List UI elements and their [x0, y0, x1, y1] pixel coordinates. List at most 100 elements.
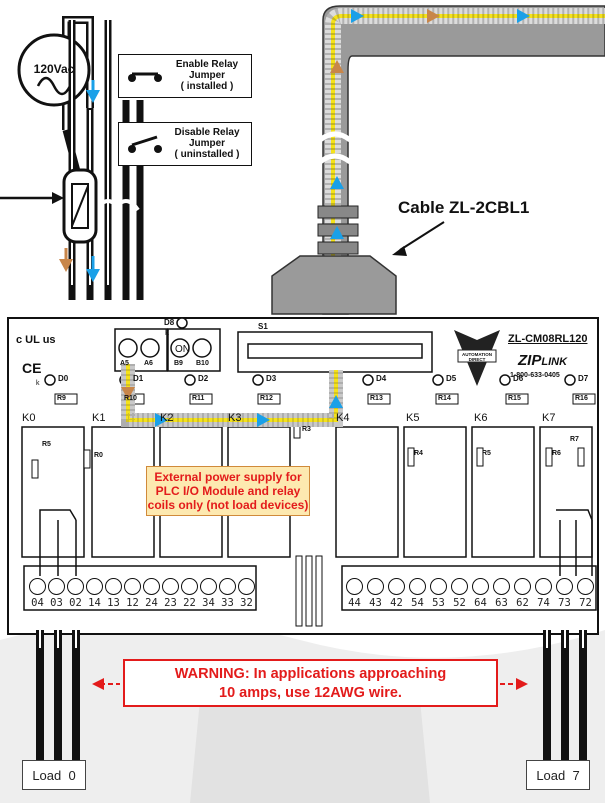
model-label: ZL-CM08RL120 — [508, 333, 588, 345]
terminal-screw: 53 — [428, 578, 449, 612]
terminal-screw-circle — [219, 578, 236, 595]
enable-jumper-line1: Enable Relay — [175, 59, 239, 70]
cable-arrow-blue-right-1 — [351, 9, 364, 23]
load-7-box: Load 7 — [526, 760, 590, 790]
power-led-id: D8 — [164, 318, 175, 327]
terminal-a6: A6 — [144, 360, 153, 367]
terminal-screw: 42 — [386, 578, 407, 612]
terminal-b9: B9 — [174, 360, 183, 367]
terminal-number: 04 — [31, 597, 44, 609]
ce-mark: CE — [22, 360, 42, 376]
terminal-number: 14 — [88, 597, 101, 609]
terminal-screw: 43 — [365, 578, 386, 612]
enable-jumper-box: Enable Relay Jumper ( installed ) — [118, 54, 252, 98]
relay-k3: K3 — [228, 412, 242, 424]
warning-line2: 10 amps, use 12AWG wire. — [219, 685, 402, 701]
terminal-screw-circle — [577, 578, 594, 595]
terminal-screw-circle — [29, 578, 46, 595]
cable-arrow-brown-up-1 — [330, 60, 344, 73]
terminal-number: 03 — [50, 597, 63, 609]
relay-k6: K6 — [474, 412, 488, 424]
led-d0: D0 — [58, 374, 69, 383]
terminal-screw: 64 — [470, 578, 491, 612]
terminal-screw: 74 — [533, 578, 554, 612]
disable-jumper-line2: Jumper — [188, 138, 226, 149]
phone-number: 1-800-633-0405 — [510, 372, 560, 379]
terminal-screw: 03 — [47, 578, 66, 612]
terminal-strip-right — [341, 565, 597, 611]
terminal-number: 44 — [348, 597, 361, 609]
cable-label: Cable ZL-2CBL1 — [398, 198, 530, 217]
terminal-number: 73 — [558, 597, 571, 609]
terminal-number: 43 — [369, 597, 382, 609]
terminal-screw-circle — [48, 578, 65, 595]
power-led — [176, 317, 188, 329]
resistor-side-4: R4 — [414, 450, 423, 457]
terminal-screw-circle — [367, 578, 384, 595]
terminal-screw: 44 — [344, 578, 365, 612]
terminal-screw: 22 — [180, 578, 199, 612]
led-d6: D6 — [513, 374, 524, 383]
terminal-screw: 52 — [449, 578, 470, 612]
terminal-number: 62 — [516, 597, 529, 609]
terminal-screw-circle — [472, 578, 489, 595]
terminal-screw: 23 — [161, 578, 180, 612]
terminal-number: 22 — [183, 597, 196, 609]
callout-line2: PLC I/O Module and relay — [155, 484, 301, 498]
relay-k4: K4 — [336, 412, 350, 424]
cable-graphic — [271, 5, 605, 315]
terminal-number: 33 — [221, 597, 234, 609]
load-0-box: Load 0 — [22, 760, 86, 790]
relay-bodies — [21, 426, 593, 558]
resistor-side-7: R7 — [570, 436, 579, 443]
resistor-r12: R12 — [260, 395, 273, 402]
disable-jumper-line1: Disable Relay — [174, 127, 240, 138]
terminal-number: 13 — [107, 597, 120, 609]
resistor-r14: R14 — [438, 395, 451, 402]
cable-arrow-blue-up-1 — [330, 176, 344, 189]
terminal-screw-circle — [409, 578, 426, 595]
power-led-k: k — [165, 328, 169, 337]
terminal-screw-circle — [105, 578, 122, 595]
terminal-screw: 13 — [104, 578, 123, 612]
disable-jumper-box: Disable Relay Jumper ( uninstalled ) — [118, 122, 252, 166]
relay-k1: K1 — [92, 412, 106, 424]
resistor-side-5: R5 — [482, 450, 491, 457]
terminal-screw-circle — [514, 578, 531, 595]
terminal-screw: 24 — [142, 578, 161, 612]
terminal-screw: 34 — [199, 578, 218, 612]
source-voltage-label: 120Vac — [33, 62, 75, 76]
terminal-number: 24 — [145, 597, 158, 609]
relay-k7: K7 — [542, 412, 556, 424]
enable-jumper-line3: ( installed ) — [180, 81, 234, 92]
led-d3: D3 — [266, 374, 277, 383]
terminal-number: 42 — [390, 597, 403, 609]
led-d5: D5 — [446, 374, 457, 383]
led-d1: D1 — [133, 374, 144, 383]
terminal-number: 53 — [432, 597, 445, 609]
terminal-screw-circle — [493, 578, 510, 595]
resistor-side-2: R0 — [94, 452, 103, 459]
cable-arrow-brown-right — [427, 9, 440, 23]
brand-zip-text: ZIP — [518, 352, 542, 369]
logo-text: AUTOMATION DIRECT — [461, 352, 493, 362]
open-jumper-icon — [128, 135, 162, 153]
led-d2: D2 — [198, 374, 209, 383]
ul-mark: c UL us — [16, 334, 56, 346]
callout-line1: External power supply for — [154, 470, 302, 484]
terminal-screw-circle — [67, 578, 84, 595]
cable-arrow-blue-right-2 — [517, 9, 530, 23]
flow-arrow-brown-down — [59, 259, 73, 272]
terminal-screw-circle — [143, 578, 160, 595]
terminal-screw: 33 — [218, 578, 237, 612]
terminal-number: 23 — [164, 597, 177, 609]
led-k0: k — [36, 380, 40, 387]
led-d7: D7 — [578, 374, 589, 383]
terminal-screw-circle — [535, 578, 552, 595]
terminal-screw-circle — [346, 578, 363, 595]
relay-k0: K0 — [22, 412, 36, 424]
callout-line3: coils only (not load devices) — [147, 498, 309, 512]
terminal-screw-circle — [181, 578, 198, 595]
terminal-screw-circle — [556, 578, 573, 595]
